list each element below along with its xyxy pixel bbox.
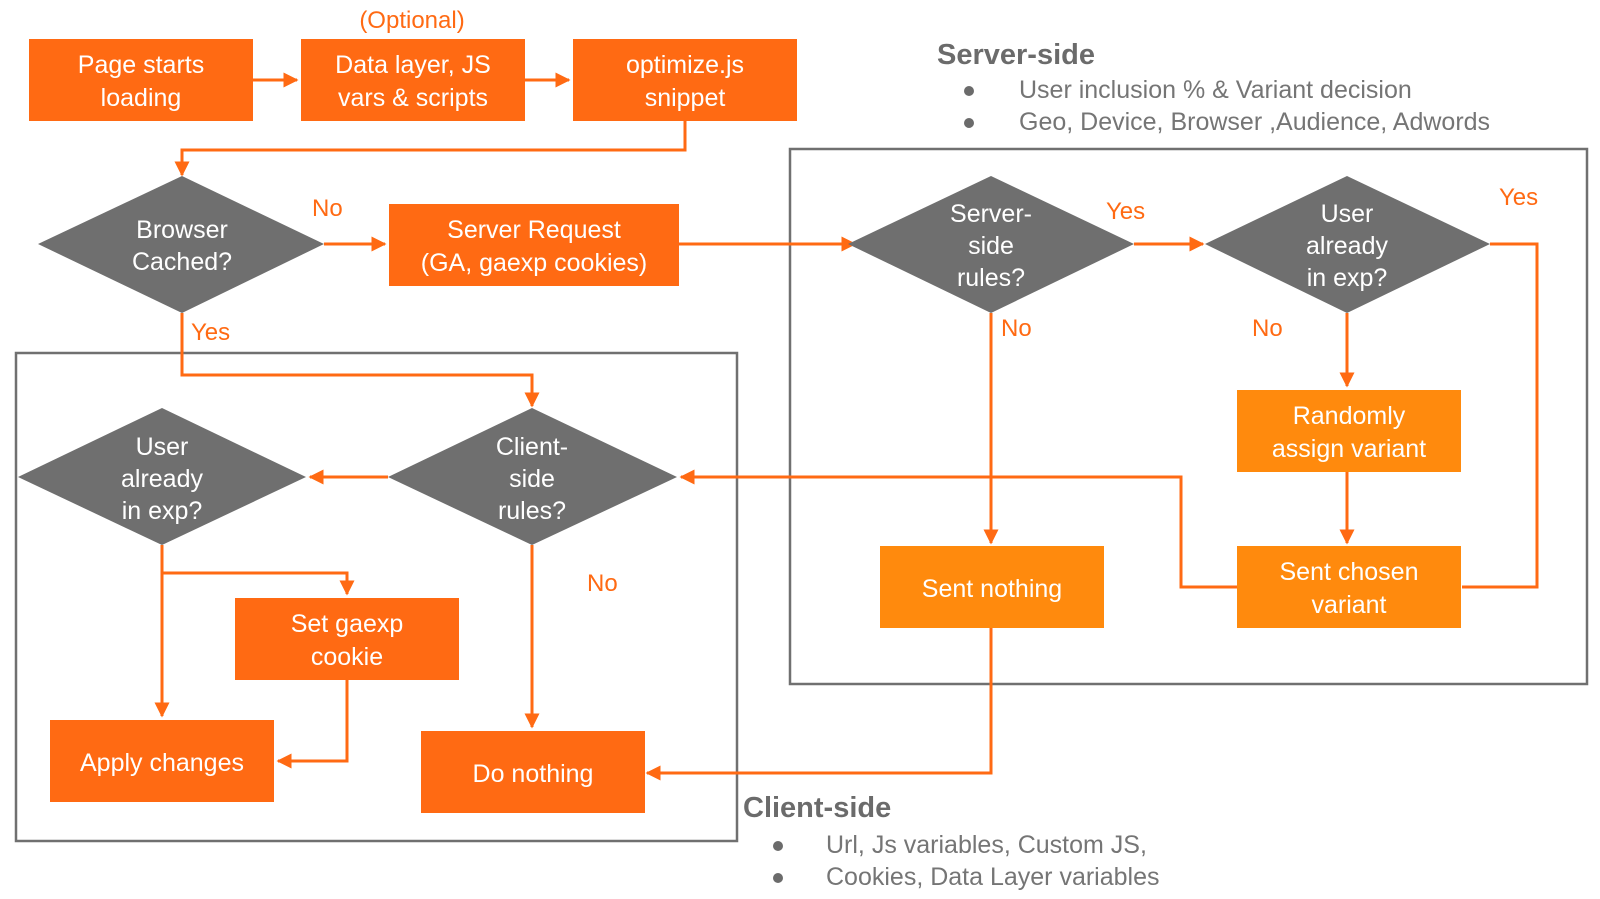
sent-chosen-line-1: Sent chosen [1280,558,1419,586]
page-starts-line-2: loading [101,84,182,112]
optimize-snippet-line-2: snippet [645,84,726,112]
client-bullet-2: Cookies, Data Layer variables [826,863,1160,891]
connector-user-inexp-to-set-cookie [160,545,355,596]
label-server-rules-yes: Yes [1106,198,1145,225]
data-layer-box: Data layer, JS vars & scripts [301,39,525,121]
do-nothing-box: Do nothing [421,731,645,813]
optional-label: (Optional) [359,7,464,34]
sent-chosen-line-2: variant [1311,591,1386,619]
apply-changes-line-1: Apply changes [80,749,244,777]
server-request-box: Server Request (GA, gaexp cookies) [389,204,679,286]
server-request-line-1: Server Request [447,216,621,244]
page-starts-line-1: Page starts [78,51,204,79]
connector-sent-chosen-to-client-rules [679,469,1237,589]
server-inexp-line-1: User [1321,200,1374,228]
data-layer-line-1: Data layer, JS [335,51,491,79]
server-request-line-2: (GA, gaexp cookies) [421,249,648,277]
sent-chosen-variant-box: Sent chosen variant [1237,546,1461,628]
connector-server-inexp-yes [1462,242,1539,589]
server-inexp-line-3: in exp? [1307,264,1388,292]
client-rules-line-1: Client- [496,433,568,461]
label-server-inexp-yes: Yes [1499,184,1538,211]
client-side-rules-decision: Client- side rules? [388,408,677,545]
server-side-frame [788,147,1589,686]
connectors [154,72,1539,781]
server-rules-line-2: side [968,232,1014,260]
client-inexp-line-1: User [136,433,189,461]
connector-cached-yes-to-client-rules [180,313,540,408]
server-rules-line-1: Server- [950,200,1032,228]
label-cached-no: No [312,195,343,222]
randomly-assign-line-1: Randomly [1293,402,1406,430]
client-bullet-1: Url, Js variables, Custom JS, [826,831,1147,859]
connector-set-cookie-to-apply [276,679,349,769]
label-server-inexp-no: No [1252,315,1283,342]
sent-nothing-box: Sent nothing [880,546,1104,628]
connector-optimize-to-cached [174,120,687,177]
set-gaexp-line-1: Set gaexp [291,610,404,638]
server-inexp-line-2: already [1306,232,1388,260]
client-bullet-dot-1 [773,841,783,851]
client-rules-line-3: rules? [498,497,566,525]
label-server-rules-no: No [1001,315,1032,342]
browser-cached-line-1: Browser [136,216,228,244]
randomly-assign-line-2: assign variant [1272,435,1426,463]
server-user-in-exp-decision: User already in exp? [1205,176,1490,313]
client-side-frame [14,351,739,843]
set-gaexp-cookie-box: Set gaexp cookie [235,598,459,680]
do-nothing-line-1: Do nothing [473,760,594,788]
client-inexp-line-2: already [121,465,203,493]
browser-cached-decision: Browser Cached? [38,176,324,313]
client-bullet-dot-2 [773,873,783,883]
client-user-in-exp-decision: User already in exp? [18,408,306,545]
label-cached-yes: Yes [191,319,230,346]
optimize-snippet-box: optimize.js snippet [573,39,797,121]
client-side-heading: Client-side [743,792,891,824]
server-rules-line-3: rules? [957,264,1025,292]
server-side-rules-decision: Server- side rules? [848,176,1134,313]
server-bullet-1: User inclusion % & Variant decision [1019,76,1412,104]
randomly-assign-box: Randomly assign variant [1237,390,1461,472]
sent-nothing-line-1: Sent nothing [922,575,1062,603]
label-client-rules-no: No [587,570,618,597]
apply-changes-box: Apply changes [50,720,274,802]
optimize-snippet-line-1: optimize.js [626,51,744,79]
server-bullet-dot-1 [964,86,974,96]
connector-sent-nothing-to-do-nothing [645,627,993,781]
client-rules-line-2: side [509,465,555,493]
server-side-heading: Server-side [937,39,1095,71]
client-inexp-line-3: in exp? [122,497,203,525]
set-gaexp-line-2: cookie [311,643,383,671]
page-starts-box: Page starts loading [29,39,253,121]
server-bullet-2: Geo, Device, Browser ,Audience, Adwords [1019,108,1490,136]
server-bullet-dot-2 [964,118,974,128]
data-layer-line-2: vars & scripts [338,84,488,112]
browser-cached-line-2: Cached? [132,248,232,276]
